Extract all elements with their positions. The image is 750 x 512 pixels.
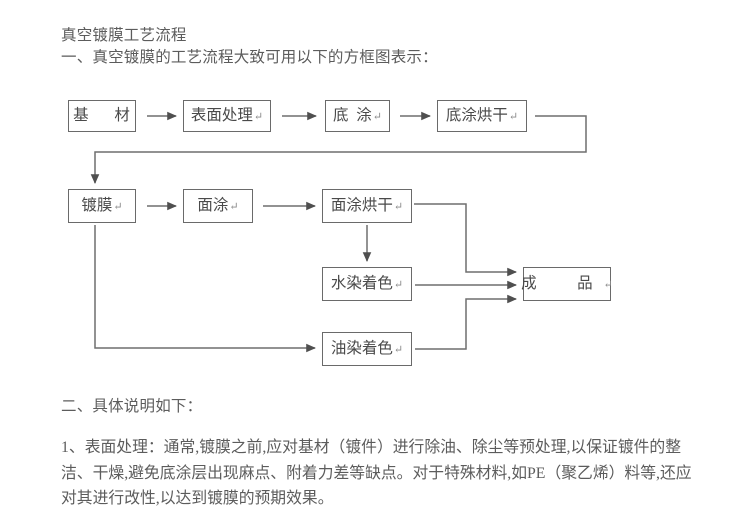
flow-node-substrate[interactable]: 基 材 — [68, 100, 136, 132]
flow-node-substrate-label: 基 材 — [73, 107, 136, 125]
flow-node-primer-coat[interactable]: 底 涂↵ — [325, 100, 390, 132]
flow-node-finished-product[interactable]: 成 品↵ — [521, 267, 613, 301]
flow-node-topcoat-drying-label: 面涂烘干 — [330, 197, 393, 215]
flow-node-water-dyeing[interactable]: 水染着色↵ — [322, 267, 412, 301]
flow-node-primer-coat-pilcrow: ↵ — [372, 110, 382, 123]
flow-node-oil-dyeing-label: 油染着色 — [330, 340, 393, 358]
paragraph-surface-treatment: 1、表面处理：通常,镀膜之前,应对基材（镀件）进行除油、除尘等预处理,以保证镀件… — [61, 439, 692, 507]
flow-node-surface-treatment-label: 表面处理 — [190, 107, 253, 125]
flow-node-topcoat[interactable]: 面涂↵ — [183, 189, 253, 223]
flow-node-primer-drying[interactable]: 底涂烘干↵ — [437, 100, 527, 132]
edge-topcoatdry-to-finished — [414, 203, 517, 277]
section-one-heading: 一、真空镀膜的工艺流程大致可用以下的方框图表示： — [61, 49, 438, 66]
flowchart-connectors — [90, 111, 587, 353]
flow-node-finished-product-label: 成 品 — [521, 275, 598, 293]
flow-node-oil-dyeing-pilcrow: ↵ — [393, 343, 404, 356]
flow-node-vacuum-coating-pilcrow: ↵ — [113, 200, 123, 213]
edge-primerdry-to-coating — [90, 115, 587, 184]
flow-node-primer-drying-pilcrow: ↵ — [508, 110, 519, 123]
flow-node-vacuum-coating-label: 镀膜 — [81, 197, 113, 215]
section-two-heading: 二、具体说明如下： — [61, 398, 203, 415]
flow-node-primer-drying-label: 底涂烘干 — [445, 107, 508, 125]
flow-node-water-dyeing-pilcrow: ↵ — [393, 278, 404, 291]
flow-node-surface-treatment-pilcrow: ↵ — [253, 110, 264, 123]
flow-node-vacuum-coating[interactable]: 镀膜↵ — [68, 189, 136, 223]
flow-node-oil-dyeing[interactable]: 油染着色↵ — [322, 332, 412, 366]
flow-node-topcoat-pilcrow: ↵ — [229, 200, 239, 213]
flow-node-topcoat-label: 面涂 — [197, 197, 229, 215]
flow-node-primer-coat-label: 底 涂 — [333, 107, 372, 125]
flow-node-surface-treatment[interactable]: 表面处理↵ — [183, 100, 271, 132]
flow-node-finished-product-pilcrow: ↵ — [603, 278, 618, 291]
process-flowchart: 基 材 表面处理↵ 底 涂↵ 底涂烘干↵ 镀膜↵ 面涂↵ 面涂烘干↵ 水染着色↵… — [68, 100, 613, 366]
edge-coating-to-oildye — [94, 225, 316, 353]
edge-oildye-to-finished — [415, 294, 517, 350]
flow-node-topcoat-drying-pilcrow: ↵ — [393, 200, 404, 213]
flow-node-water-dyeing-label: 水染着色 — [330, 275, 393, 293]
flow-node-topcoat-drying[interactable]: 面涂烘干↵ — [322, 189, 412, 223]
document-title: 真空镀膜工艺流程 — [61, 27, 187, 44]
